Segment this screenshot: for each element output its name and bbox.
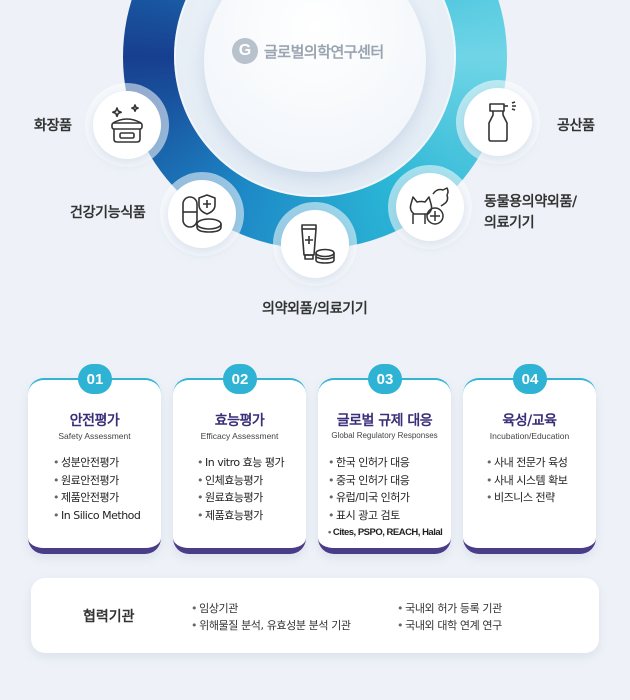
service-card-efficacy: 효능평가 Efficacy Assessment In vitro 효능 평가 … [173, 378, 306, 554]
list-item: 국내외 허가 등록 기관 [397, 600, 502, 617]
service-card-regulatory: 글로벌 규제 대응 Global Regulatory Responses 한국… [318, 378, 451, 554]
list-item: 원료효능평가 [197, 489, 284, 507]
category-label-quasi-drug: 의약외품/의료기기 [262, 301, 368, 317]
category-cosmetics [85, 83, 169, 167]
service-card-education: 육성/교육 Incubation/Education 사내 전문가 육성 사내 … [463, 378, 596, 554]
card-list: 사내 전문가 육성 사내 시스템 확보 비즈니스 전략 [486, 454, 568, 507]
ring-core [204, 0, 426, 172]
list-item: 사내 시스템 확보 [486, 472, 568, 490]
card-subtitle: Efficacy Assessment [200, 431, 279, 441]
card-subtitle: Global Regulatory Responses [331, 431, 438, 440]
card-number-badge: 02 [223, 364, 257, 394]
medicine-tube-icon [301, 224, 335, 264]
service-card-safety: 안전평가 Safety Assessment 성분안전평가 원료안전평가 제품안… [28, 378, 161, 554]
list-item: 비즈니스 전략 [486, 489, 567, 507]
partner-title: 협력기관 [83, 609, 135, 625]
category-label-cosmetics: 화장품 [34, 118, 72, 134]
list-item: Cites, PSPO, REACH, Halal [328, 524, 443, 542]
category-label-health-food: 건강기능식품 [70, 205, 146, 221]
list-item: 인체효능평가 [197, 472, 284, 490]
logo-mark-icon: G [232, 38, 258, 64]
card-number-badge: 04 [513, 364, 547, 394]
card-list: 성분안전평가 원료안전평가 제품안전평가 In Silico Method [53, 454, 141, 525]
logo-text: 글로벌의학연구센터 [264, 42, 384, 61]
card-list: In vitro 효능 평가 인체효능평가 원료효능평가 제품효능평가 [197, 454, 285, 525]
list-item: In vitro 효능 평가 [197, 454, 285, 472]
spray-bottle-icon [488, 101, 516, 142]
list-item: 임상기관 [191, 600, 351, 617]
partner-institutions-panel: 협력기관 임상기관 위해물질 분석, 유효성분 분석 기관 국내외 허가 등록 … [31, 578, 599, 653]
list-item: 사내 전문가 육성 [486, 454, 568, 472]
card-title: 안전평가 [69, 413, 120, 429]
pet-cross-icon [409, 187, 449, 225]
list-item: 제품효능평가 [197, 507, 284, 525]
category-quasi-drug [273, 202, 357, 286]
partner-list-right: 국내외 허가 등록 기관 국내외 대학 연계 연구 [397, 600, 502, 634]
card-subtitle: Incubation/Education [489, 431, 570, 441]
list-item: In Silico Method [53, 507, 141, 525]
list-item: 제품안전평가 [53, 489, 140, 507]
card-list: 한국 인허가 대응 중국 인허가 대응 유럽/미국 인허가 표시 광고 검토 C… [328, 454, 443, 542]
card-title: 효능평가 [214, 413, 265, 429]
category-health-food [160, 172, 244, 256]
list-item: 국내외 대학 연계 연구 [397, 617, 502, 634]
category-industrial [456, 80, 540, 164]
card-number-badge: 03 [368, 364, 402, 394]
list-item: 유럽/미국 인허가 [328, 489, 442, 507]
category-label-industrial: 공산품 [557, 118, 595, 134]
list-item: 한국 인허가 대응 [328, 454, 442, 472]
card-subtitle: Safety Assessment [58, 431, 131, 441]
list-item: 표시 광고 검토 [328, 507, 442, 525]
category-label-veterinary: 동물용의약외품/ 의료기기 [484, 194, 577, 231]
card-title: 육성/교육 [502, 413, 557, 429]
pills-icon [182, 194, 222, 233]
cosmetic-jar-icon [111, 104, 143, 143]
card-title: 글로벌 규제 대응 [336, 413, 433, 429]
category-veterinary [388, 165, 472, 249]
list-item: 성분안전평가 [53, 454, 140, 472]
card-number-badge: 01 [78, 364, 112, 394]
list-item: 원료안전평가 [53, 472, 140, 490]
list-item: 중국 인허가 대응 [328, 472, 442, 490]
partner-list-left: 임상기관 위해물질 분석, 유효성분 분석 기관 [191, 600, 351, 634]
center-logo: G 글로벌의학연구센터 [232, 38, 384, 64]
list-item: 위해물질 분석, 유효성분 분석 기관 [191, 617, 351, 634]
